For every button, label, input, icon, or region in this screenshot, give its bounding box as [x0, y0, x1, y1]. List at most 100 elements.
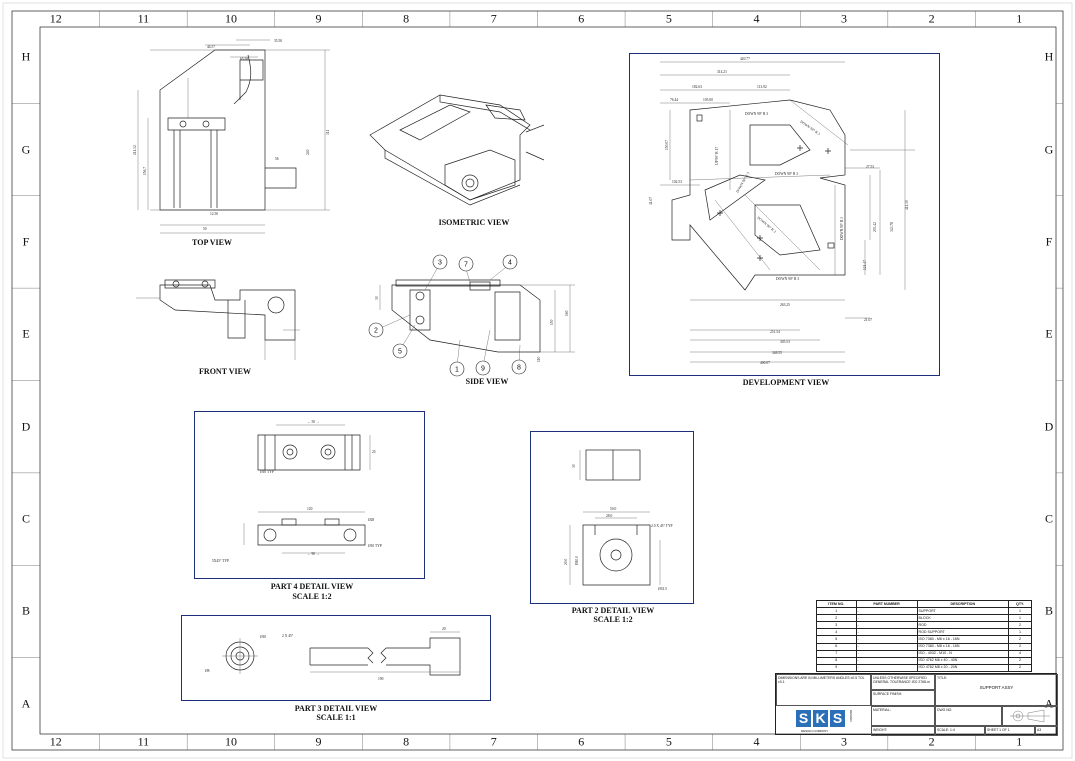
svg-text:50: 50: [203, 227, 207, 231]
balloon-3: 3: [432, 254, 448, 270]
svg-text:110: 110: [537, 357, 541, 362]
svg-text:2 X 45°: 2 X 45°: [282, 634, 294, 638]
bom-cell: ISO 4762 M6 x 40 - 40N: [916, 656, 1010, 665]
svg-text:314.21: 314.21: [717, 70, 727, 74]
isometric-view-drawing: [369, 94, 545, 206]
svg-text:2.0 X 45° TYP: 2.0 X 45° TYP: [651, 524, 673, 528]
svg-text:DOWN 90° R 3: DOWN 90° R 3: [840, 217, 844, 240]
zone-column-12: 12: [49, 734, 62, 749]
svg-text:240: 240: [306, 149, 310, 155]
bom-header: DESCRIPTION: [916, 599, 1010, 609]
svg-text:5: 5: [398, 349, 402, 356]
drawing-title: SUPPORT ASSY: [979, 685, 1014, 690]
svg-text:3: 3: [438, 260, 442, 267]
bom-cell: ISO 7380 - M8 x 16 - 16N: [916, 642, 1010, 651]
svg-text:DOWN 90° R 3: DOWN 90° R 3: [745, 112, 768, 116]
svg-text:Ø10 TYP: Ø10 TYP: [368, 544, 382, 548]
svg-text:30: 30: [375, 296, 379, 300]
svg-text:7: 7: [464, 262, 468, 269]
bom-cell: BLOCK: [916, 614, 1010, 623]
zone-row-D: D: [1044, 419, 1054, 434]
bom-cell: 1: [1008, 614, 1032, 623]
svg-text:343.78: 343.78: [890, 222, 894, 232]
bom-cell: -: [855, 635, 918, 644]
svg-text:Ø8: Ø8: [205, 669, 210, 673]
zone-row-G: G: [1044, 142, 1054, 157]
material: MATERIAL:: [871, 706, 935, 726]
svg-text:DOWN 90° R 3: DOWN 90° R 3: [775, 172, 798, 176]
svg-text:8: 8: [517, 365, 521, 372]
front-view-drawing: [136, 279, 300, 360]
bom-cell: 1: [1008, 628, 1032, 637]
zone-row-E: E: [22, 326, 30, 341]
bom-cell: -: [855, 663, 918, 672]
tolerance-note: UNLESS OTHERWISE SPECIFIED GENERAL TOLER…: [871, 674, 935, 690]
zone-column-8: 8: [403, 734, 410, 749]
part4-view-label: PART 4 DETAIL VIEW: [270, 582, 354, 591]
zone-row-B: B: [21, 603, 30, 618]
logo-tagline: DESIGN COMPANY: [801, 729, 829, 733]
svg-text:211.32: 211.32: [133, 145, 137, 155]
logo-side-text: DESIGN: [849, 710, 853, 722]
zone-column-7: 7: [490, 11, 497, 26]
svg-text:20: 20: [442, 627, 446, 631]
zone-row-A: A: [1044, 696, 1054, 711]
svg-text:203.42: 203.42: [873, 222, 877, 232]
zone-column-5: 5: [665, 11, 672, 26]
svg-text:348.55: 348.55: [772, 351, 782, 355]
projection-symbol: [1002, 706, 1058, 726]
svg-text:251.54: 251.54: [770, 330, 780, 334]
svg-text:65.50: 65.50: [240, 57, 248, 61]
zone-column-10: 10: [224, 11, 237, 26]
bom-cell: 3: [816, 621, 857, 630]
balloon-7: 7: [458, 256, 474, 272]
balloon-2: 2: [368, 322, 384, 338]
svg-text:21.07: 21.07: [864, 318, 872, 322]
sks-logo: S K S: [796, 710, 845, 727]
svg-text:25: 25: [372, 450, 376, 454]
part2-detail-drawing: 30 50.0 28.0 2.0 X 45° TYP 20.0 Ø10.0 Ø3…: [564, 449, 673, 591]
balloon-4: 4: [502, 254, 518, 270]
bom-cell: ISO 7380 - M6 x 16 - 16N: [916, 635, 1010, 644]
zone-column-2: 2: [928, 734, 935, 749]
third-angle-projection-icon: [1010, 709, 1050, 723]
bom-cell: SUPPORT: [916, 607, 1010, 616]
logo-letter: S: [796, 710, 811, 727]
svg-text:120: 120: [307, 507, 313, 511]
zone-column-10: 10: [224, 734, 237, 749]
zone-column-2: 2: [928, 11, 935, 26]
bom-cell: 4: [816, 628, 857, 637]
front-view-label: FRONT VIEW: [199, 367, 251, 376]
zone-column-4: 4: [753, 734, 760, 749]
bom-cell: 6: [816, 642, 857, 651]
scale-cell: SCALE: 1:4: [935, 726, 985, 736]
svg-text:150: 150: [550, 319, 554, 325]
zone-row-A: A: [21, 696, 31, 711]
part4-detail-drawing: ← 50 → 25 Ø10 TYP 120 Ø28 Ø10 TYP 5X45° …: [212, 420, 382, 563]
svg-text:4: 4: [508, 260, 512, 267]
svg-text:121.47: 121.47: [863, 260, 867, 270]
svg-text:182.63: 182.63: [692, 85, 702, 89]
bom-header: PART NUMBER: [855, 599, 918, 609]
zone-row-G: G: [21, 142, 31, 157]
svg-text:160: 160: [565, 310, 569, 316]
svg-text:Ø28: Ø28: [368, 518, 374, 522]
bom-cell: 2: [1008, 621, 1032, 630]
bom-cell: ROD: [916, 621, 1010, 630]
side-view-label: SIDE VIEW: [465, 377, 509, 386]
svg-text:411.30: 411.30: [905, 200, 909, 210]
svg-text:44.57: 44.57: [207, 45, 215, 49]
zone-column-6: 6: [578, 11, 585, 26]
zone-column-6: 6: [578, 734, 585, 749]
bom-cell: 2: [1008, 635, 1032, 644]
svg-text:Ø33.5: Ø33.5: [658, 587, 667, 591]
part2-detail-frame: [530, 431, 694, 604]
zone-row-D: D: [21, 419, 31, 434]
bom-cell: -: [855, 621, 918, 630]
bom-cell: 2: [816, 614, 857, 623]
